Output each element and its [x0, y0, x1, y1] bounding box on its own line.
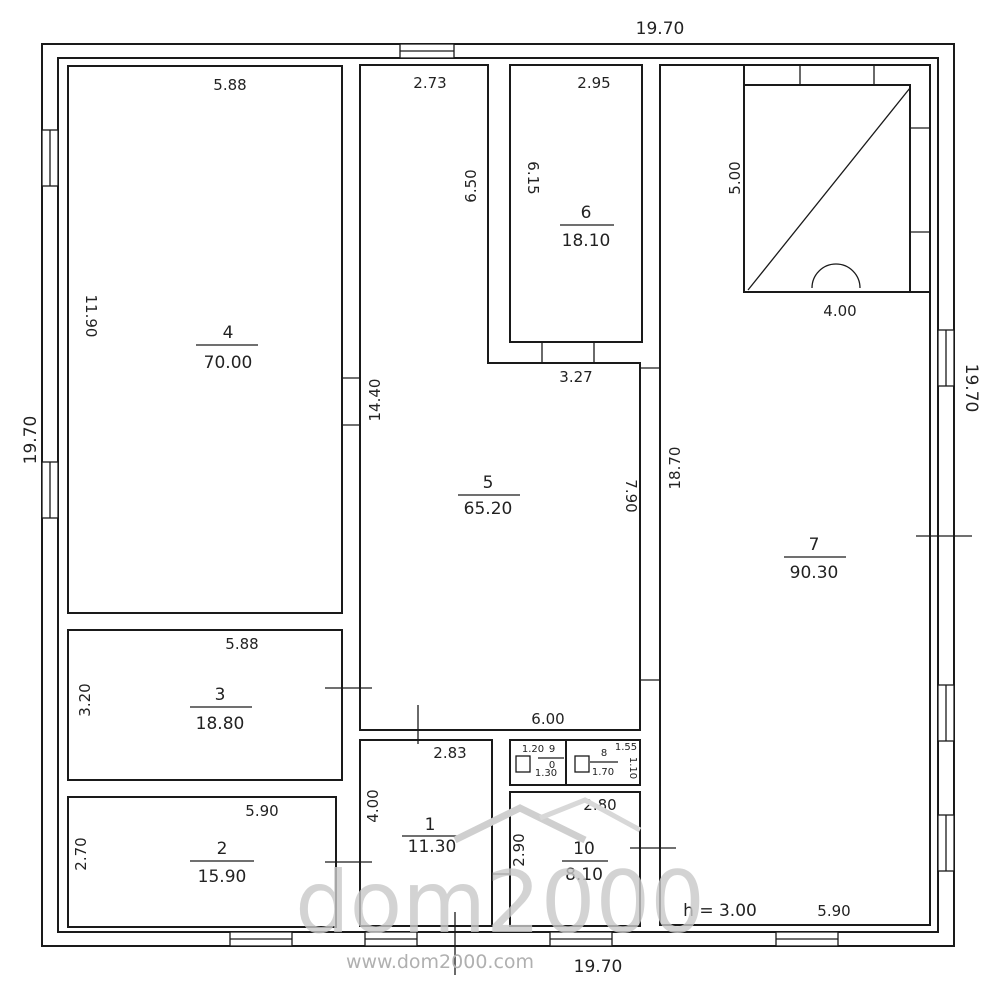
room-2-area: 15.90 [198, 867, 247, 887]
room-3-dim-width: 5.88 [225, 635, 258, 653]
room-5-dim-step: 3.27 [559, 368, 592, 386]
room-1-dim-width: 2.83 [433, 744, 466, 762]
room-3-area: 18.80 [196, 714, 245, 734]
room-6-dim-height: 6.15 [524, 161, 542, 194]
room-1-area: 11.30 [408, 837, 457, 857]
room-1-outline [359, 739, 493, 927]
room-5-dim-upper: 6.50 [462, 169, 480, 202]
room-6: 2.95 6.15 6 18.10 [524, 74, 614, 251]
room-8-dim-height: 1.10 [627, 757, 638, 779]
ceiling-height-note: h = 3.00 [683, 901, 757, 921]
room-7-dim-bottom: 5.90 [817, 902, 850, 920]
room-7-outline [659, 64, 931, 926]
room-7: 18.70 5.00 4.00 5.90 7 90.30 h = 3.00 [666, 161, 857, 921]
room-5-dim-top: 2.73 [413, 74, 446, 92]
dim-bottom: 19.70 [574, 957, 623, 977]
watermark-logo: dom2000 [295, 853, 705, 953]
room-5-area: 65.20 [464, 499, 513, 519]
room-10-dim-height: 2.90 [510, 833, 528, 866]
room-9-number: 9 [549, 744, 555, 755]
room-1: 2.83 4.00 1 11.30 [364, 744, 467, 857]
room-3-number: 3 [215, 685, 226, 705]
room-1-number: 1 [425, 815, 436, 835]
room-5-dim-bottom: 6.00 [531, 710, 564, 728]
room-7-dim-stair-width: 4.00 [823, 302, 856, 320]
room-3-outline [67, 629, 343, 781]
room-10: 2.80 2.90 10 8.10 [510, 796, 617, 885]
room-9: 1.20 9 0 1.30 [522, 744, 564, 779]
stair-feature [743, 64, 931, 293]
room-4-area: 70.00 [204, 353, 253, 373]
dim-top: 19.70 [636, 19, 685, 39]
room-5-number: 5 [483, 473, 494, 493]
room-1-dim-height: 4.00 [364, 789, 382, 822]
room-5-outline [359, 64, 641, 731]
room-9-dim-height: 1.30 [535, 768, 557, 779]
room-9-area: 0 [549, 760, 555, 771]
outer-dimensions: 19.70 19.70 19.70 19.70 [21, 19, 981, 977]
room-4-number: 4 [223, 323, 234, 343]
room-10-area: 8.10 [565, 865, 603, 885]
windows [41, 43, 955, 947]
room-2-dim-width: 5.90 [245, 802, 278, 820]
room-5-dim-left: 14.40 [366, 379, 384, 422]
room-8-dim-width: 1.55 [615, 742, 637, 753]
room-8-outline [565, 739, 641, 786]
room-2: 5.90 2.70 2 15.90 [72, 802, 279, 887]
dim-right: 19.70 [961, 364, 981, 413]
room-4-dim-width: 5.88 [213, 76, 246, 94]
room-8-area: 1.70 [592, 767, 614, 778]
room-7-dim-stair-height: 5.00 [726, 161, 744, 194]
room-8-number: 8 [601, 748, 607, 759]
room-4: 5.88 11.90 4 70.00 [82, 76, 258, 373]
sanitary-fixtures [515, 755, 590, 773]
room-8: 8 1.55 1.70 1.10 [590, 742, 638, 779]
room-2-number: 2 [217, 839, 228, 859]
room-9-dim-width: 1.20 [522, 744, 544, 755]
room-5-dim-right: 7.90 [622, 479, 640, 512]
room-3-dim-height: 3.20 [76, 683, 94, 716]
room-6-outline [509, 64, 643, 343]
room-outlines [67, 64, 931, 928]
room-2-dim-height: 2.70 [72, 837, 90, 870]
watermark: dom2000 www.dom2000.com [295, 797, 705, 973]
room-4-dim-height: 11.90 [82, 295, 100, 338]
room-6-dim-width: 2.95 [577, 74, 610, 92]
room-4-outline [67, 65, 343, 614]
watermark-url: www.dom2000.com [346, 951, 534, 973]
room-10-dim-width: 2.80 [583, 796, 616, 814]
room-3: 5.88 3.20 3 18.80 [76, 635, 259, 734]
door-marks [325, 342, 972, 975]
room-10-number: 10 [573, 839, 595, 859]
room-7-dim-left: 18.70 [666, 447, 684, 490]
dim-left: 19.70 [21, 416, 41, 465]
room-10-outline [509, 791, 641, 927]
room-6-number: 6 [581, 203, 592, 223]
room-6-area: 18.10 [562, 231, 611, 251]
room-5: 2.73 6.50 14.40 3.27 7.90 6.00 5 65.20 [366, 74, 640, 728]
room-7-area: 90.30 [790, 563, 839, 583]
room-7-number: 7 [809, 535, 820, 555]
